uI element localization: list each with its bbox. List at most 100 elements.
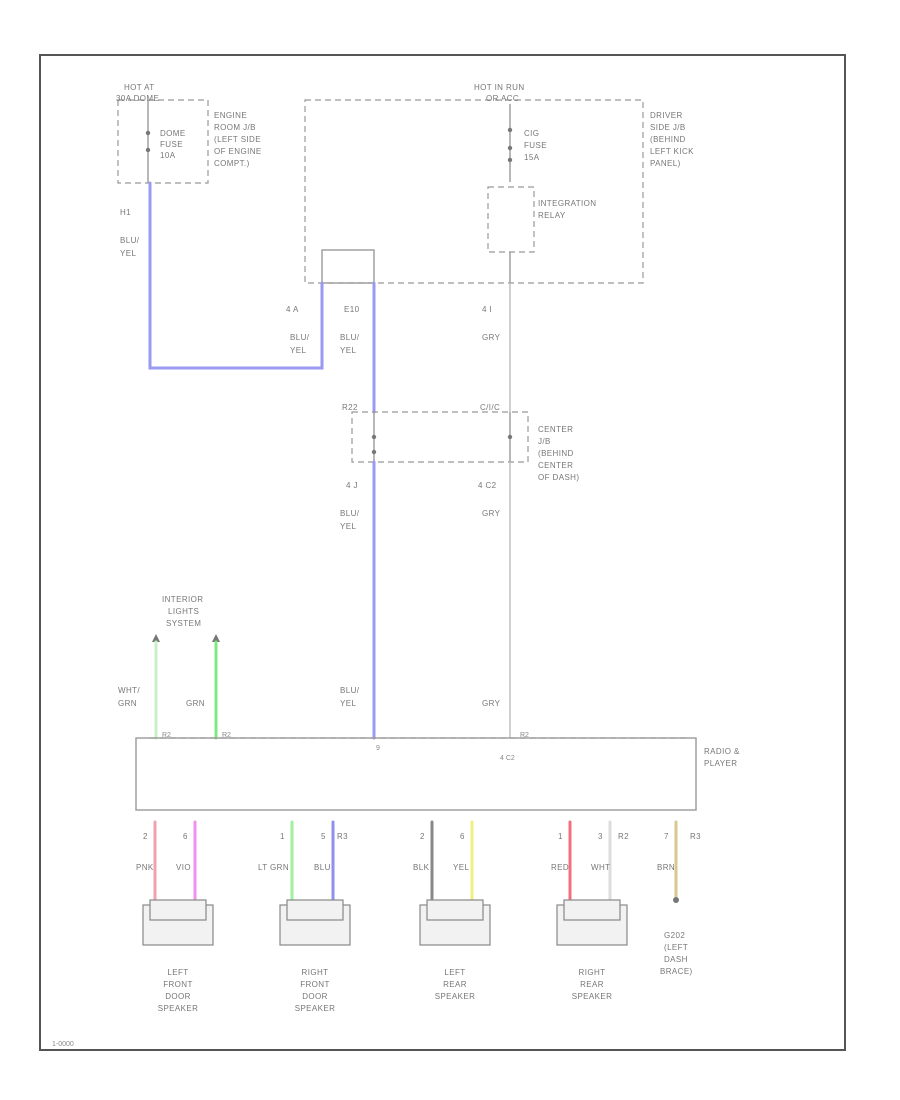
speaker-label-1-1: FRONT [300,980,330,989]
speaker-wire-pin-8: 7 [664,832,669,841]
svg-text:RADIO &: RADIO & [704,747,740,756]
wire-4a-color-1: BLU/ [290,333,310,342]
blu-yel-wire-left [148,181,324,370]
footer-code: 1-0000 [52,1041,74,1048]
integration-relay-box [487,186,535,253]
radio-pin-gry: 4 C2 [500,755,515,762]
svg-text:SYSTEM: SYSTEM [166,619,201,628]
speaker-wire-color-6: RED [551,863,569,872]
diagram-frame [39,54,846,1051]
engine-room-jb-box [117,99,209,184]
wht-grn-label-1: WHT/ [118,686,140,695]
radio-player-label: RADIO & PLAYER [704,747,740,768]
wire-4j-color-1: BLU/ [340,509,360,518]
ground-point [673,897,679,903]
dome-fuse-rating: 10A [160,151,176,160]
speaker-wire-color-8: BRN [657,863,675,872]
svg-text:ENGINE: ENGINE [214,111,247,120]
dome-fuse-label: FUSE [160,140,183,149]
speaker-wire-color-1: VIO [176,863,191,872]
interior-arrow-right [212,634,220,642]
wire-4c-pin: 4 C2 [478,481,497,490]
svg-text:G202: G202 [664,931,685,940]
speaker-label-2-2: SPEAKER [435,992,476,1001]
speaker-wire-pin-6: 1 [558,832,563,841]
svg-text:LEFT KICK: LEFT KICK [650,147,694,156]
cig-fuse-rating: 15A [524,153,540,162]
cig-fuse-name: CIG [524,129,539,138]
speaker-label-3-1: REAR [580,980,604,989]
speaker-cone-0 [149,899,207,921]
speaker-wire-pin-0: 2 [143,832,148,841]
or-acc-label: OR ACC [486,94,519,103]
svg-text:PLAYER: PLAYER [704,759,737,768]
speaker-wire-pin-2: 1 [280,832,285,841]
left-wire-pin: H1 [120,208,131,217]
cig-fuse-label: FUSE [524,141,547,150]
wire-4j-color-2: YEL [340,522,356,531]
ground-label: G202 (LEFT DASH BRACE) [660,931,693,976]
relay-label-2: RELAY [538,211,566,220]
wire-gry-low: GRY [482,699,501,708]
wire-4a-pin: 4 A [286,305,299,314]
conn-r3-b: R2 [618,832,629,841]
wire-gry-color: GRY [482,333,501,342]
svg-text:CENTER: CENTER [538,425,573,434]
wire-4a-color-2: YEL [290,346,306,355]
svg-text:CENTER: CENTER [538,461,573,470]
speaker-cone-1 [286,899,344,921]
svg-text:DASH: DASH [664,955,688,964]
speaker-wire-pin-4: 2 [420,832,425,841]
driver-side-jb-label: DRIVER SIDE J/B (BEHIND LEFT KICK PANEL) [650,111,694,168]
speakers: LEFTFRONTDOORSPEAKERRIGHTFRONTDOORSPEAKE… [142,899,628,1013]
svg-text:(BEHIND: (BEHIND [538,449,574,458]
speaker-cone-2 [426,899,484,921]
wire-blu-low-1: BLU/ [340,686,360,695]
speaker-label-1-3: SPEAKER [295,1004,336,1013]
driver-side-jb-box [304,99,644,284]
svg-text:(LEFT SIDE: (LEFT SIDE [214,135,261,144]
speaker-label-0-2: DOOR [165,992,191,1001]
svg-text:OF DASH): OF DASH) [538,473,579,482]
speaker-wire-color-4: BLK [413,863,430,872]
speaker-label-0-3: SPEAKER [158,1004,199,1013]
radio-player-box [135,737,697,811]
radio-pin-blu: 9 [376,745,380,752]
speaker-label-1-2: DOOR [302,992,328,1001]
speaker-wire-color-3: BLU [314,863,331,872]
svg-text:BRACE): BRACE) [660,967,693,976]
svg-text:ROOM J/B: ROOM J/B [214,123,256,132]
svg-text:COMPT.): COMPT.) [214,159,250,168]
dome-fuse-name: DOME [160,129,186,138]
center-jb-box [351,411,529,463]
wire-e10-color-2: YEL [340,346,356,355]
relay-label-1: INTEGRATION [538,199,596,208]
wire-4j-pin: 4 J [346,481,358,490]
wire-gry-pin: 4 I [482,305,492,314]
interior-lights-label: INTERIOR LIGHTS SYSTEM [162,595,203,628]
svg-text:PANEL): PANEL) [650,159,681,168]
wire-4c-color: GRY [482,509,501,518]
wire-e10-pin: E10 [344,305,360,314]
speaker-label-3-2: SPEAKER [572,992,613,1001]
svg-text:J/B: J/B [538,437,551,446]
speaker-wire-pin-3: 5 [321,832,326,841]
speaker-wire-pin-5: 6 [460,832,465,841]
dome-amps-label: 30A DOME [116,94,159,103]
speaker-cone-3 [563,899,621,921]
hot-in-run-label: HOT IN RUN [474,83,525,92]
grn-label: GRN [186,699,205,708]
conn-r3-a: R3 [337,832,348,841]
hot-at-label: HOT AT [124,83,155,92]
radio-pin-right: R2 [520,732,529,739]
speaker-wire-color-2: LT GRN [258,863,289,872]
speaker-wire-color-5: YEL [453,863,469,872]
svg-text:(LEFT: (LEFT [664,943,688,952]
svg-text:DRIVER: DRIVER [650,111,683,120]
left-wire-color-2: YEL [120,249,136,258]
wire-e10-color-1: BLU/ [340,333,360,342]
